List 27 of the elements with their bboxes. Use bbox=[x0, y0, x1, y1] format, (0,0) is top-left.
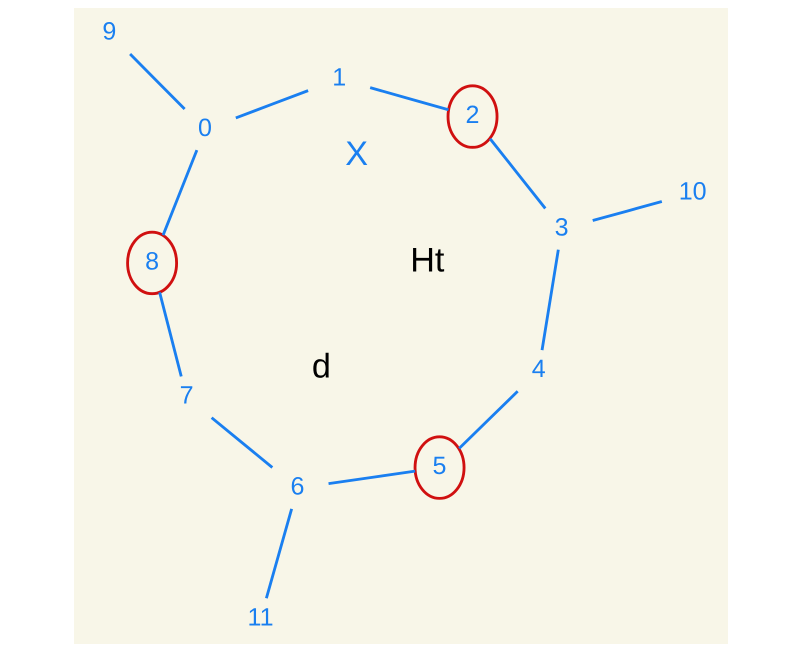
node-ellipse: 5 bbox=[414, 435, 466, 500]
connector bbox=[158, 292, 183, 377]
node-text: 11 bbox=[248, 603, 274, 632]
node-text: 0 bbox=[198, 114, 212, 142]
node-text: 6 bbox=[290, 472, 304, 501]
connector bbox=[129, 53, 186, 110]
node-text: 1 bbox=[332, 63, 346, 92]
node-ellipse: 8 bbox=[126, 230, 178, 296]
node-text: 7 bbox=[180, 381, 194, 410]
connector bbox=[265, 508, 294, 599]
node-text: 9 bbox=[102, 17, 116, 46]
label: Ht bbox=[410, 241, 444, 280]
connector bbox=[162, 150, 198, 236]
node-text: 3 bbox=[554, 214, 569, 242]
connector bbox=[489, 138, 546, 210]
node-text: 10 bbox=[678, 177, 707, 206]
node-ellipse: 2 bbox=[446, 84, 498, 149]
connector bbox=[592, 200, 662, 222]
connector bbox=[370, 86, 449, 112]
label: d bbox=[312, 347, 331, 386]
connector bbox=[328, 470, 416, 486]
node-text: 4 bbox=[532, 355, 546, 384]
connector bbox=[540, 249, 560, 350]
label: X bbox=[345, 135, 368, 174]
connector bbox=[210, 416, 274, 469]
connector bbox=[458, 390, 519, 450]
connector bbox=[235, 89, 309, 120]
